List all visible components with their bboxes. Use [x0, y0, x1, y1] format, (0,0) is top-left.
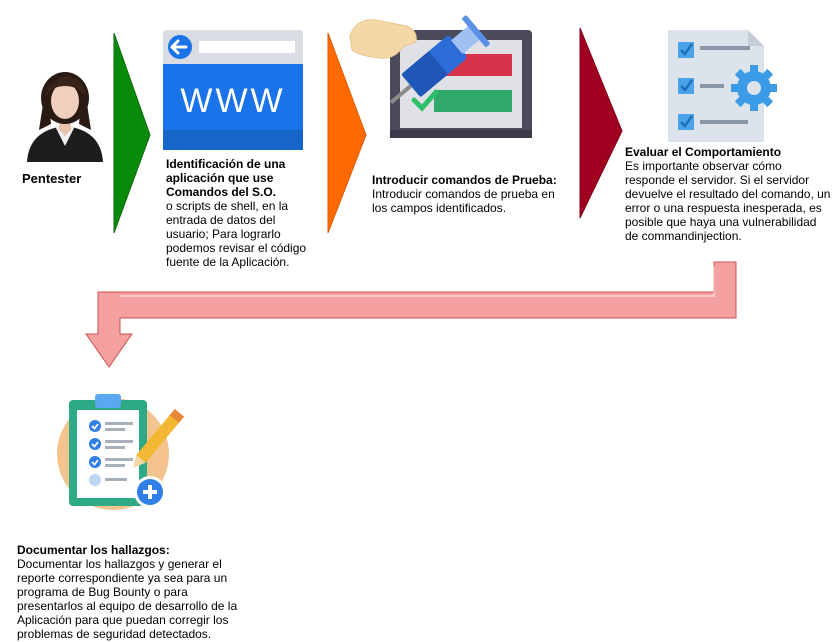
- step3-body: Es importante observar cómo responde el …: [625, 159, 831, 243]
- svg-text:WWW: WWW: [180, 82, 285, 120]
- injection-laptop-icon: [349, 15, 532, 138]
- www-browser-icon: WWW: [163, 30, 303, 150]
- step1-text: Identificación de una aplicación que use…: [166, 157, 316, 269]
- step1-body: o scripts de shell, en la entrada de dat…: [166, 199, 307, 269]
- step4-text: Documentar los hallazgos: Documentar los…: [17, 543, 242, 641]
- arrow-green-icon: [113, 32, 151, 234]
- step3-text: Evaluar el Comportamiento Es importante …: [625, 145, 832, 243]
- checklist-gear-icon: [668, 30, 777, 142]
- step4-title: Documentar los hallazgos:: [17, 543, 170, 557]
- clipboard-report-icon: [57, 394, 185, 510]
- step4-body: Documentar los hallazgos y generar el re…: [17, 557, 238, 641]
- step2-text: Introducir comandos de Prueba: Introduci…: [372, 173, 562, 215]
- return-arrow-icon: [85, 261, 737, 368]
- pentester-avatar-icon: [27, 72, 103, 162]
- step2-title: Introducir comandos de Prueba:: [372, 173, 557, 187]
- arrow-darkred-icon: [579, 27, 623, 219]
- arrow-orange-icon: [327, 32, 367, 234]
- step1-title: Identificación de una aplicación que use…: [166, 157, 286, 199]
- step2-body: Introducir comandos de prueba en los cam…: [372, 187, 555, 215]
- step3-title: Evaluar el Comportamiento: [625, 145, 782, 159]
- pentester-label: Pentester: [22, 171, 82, 186]
